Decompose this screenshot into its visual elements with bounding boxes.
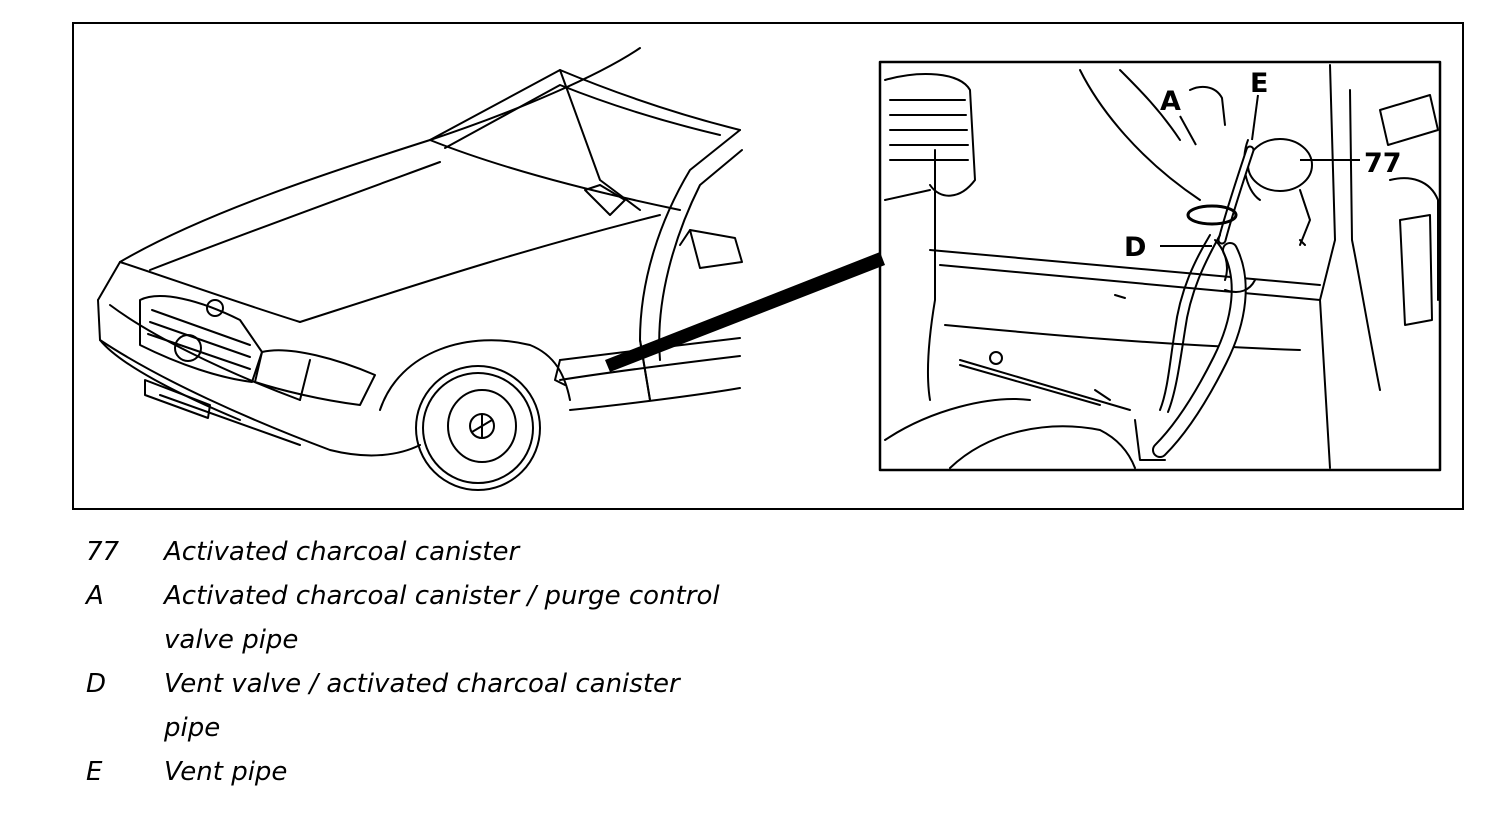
legend: 77 Activated charcoal canister A Activat… (86, 530, 724, 794)
car-windshield (429, 69, 741, 141)
legend-key: D (86, 669, 107, 699)
callout-77: 77 (1364, 148, 1402, 179)
vent-valve-pipe-d (1159, 234, 1211, 411)
legend-key: E (86, 757, 103, 787)
charcoal-canister (1247, 138, 1313, 192)
car-hood (119, 47, 641, 263)
car-bumper (97, 299, 421, 457)
figure-frame (72, 22, 1464, 510)
legend-text: Vent pipe (164, 757, 288, 787)
leader-e (1251, 94, 1259, 141)
car-grille (139, 295, 263, 383)
car-emblem (174, 334, 202, 362)
callout-e: E (1250, 68, 1268, 99)
car-front-wheel (415, 365, 541, 491)
detail-inset (878, 60, 1442, 472)
leader-a (1179, 115, 1197, 146)
legend-row-e: E Vent pipe (86, 750, 724, 794)
legend-row-a: A Activated charcoal canister / purge co… (86, 574, 724, 662)
car-mirror (689, 229, 743, 269)
callout-a: A (1160, 86, 1181, 117)
legend-key: 77 (86, 537, 120, 567)
legend-row-77: 77 Activated charcoal canister (86, 530, 724, 574)
pipe-clamp (1186, 204, 1238, 226)
leader-lines (1160, 94, 1360, 247)
legend-text: Activated charcoal canister (164, 537, 520, 567)
car-headlight (254, 349, 376, 406)
car-illustration (97, 47, 743, 491)
callout-d: D (1124, 232, 1146, 263)
car-wheel-arch (379, 339, 571, 411)
legend-key: A (86, 581, 104, 611)
detail-inset-frame (878, 60, 1442, 472)
pointer-wedge (605, 252, 885, 372)
legend-text: Vent valve / activated charcoal canister… (164, 669, 680, 743)
legend-row-d: D Vent valve / activated charcoal canist… (86, 662, 724, 750)
legend-text: Activated charcoal canister / purge cont… (164, 581, 720, 655)
